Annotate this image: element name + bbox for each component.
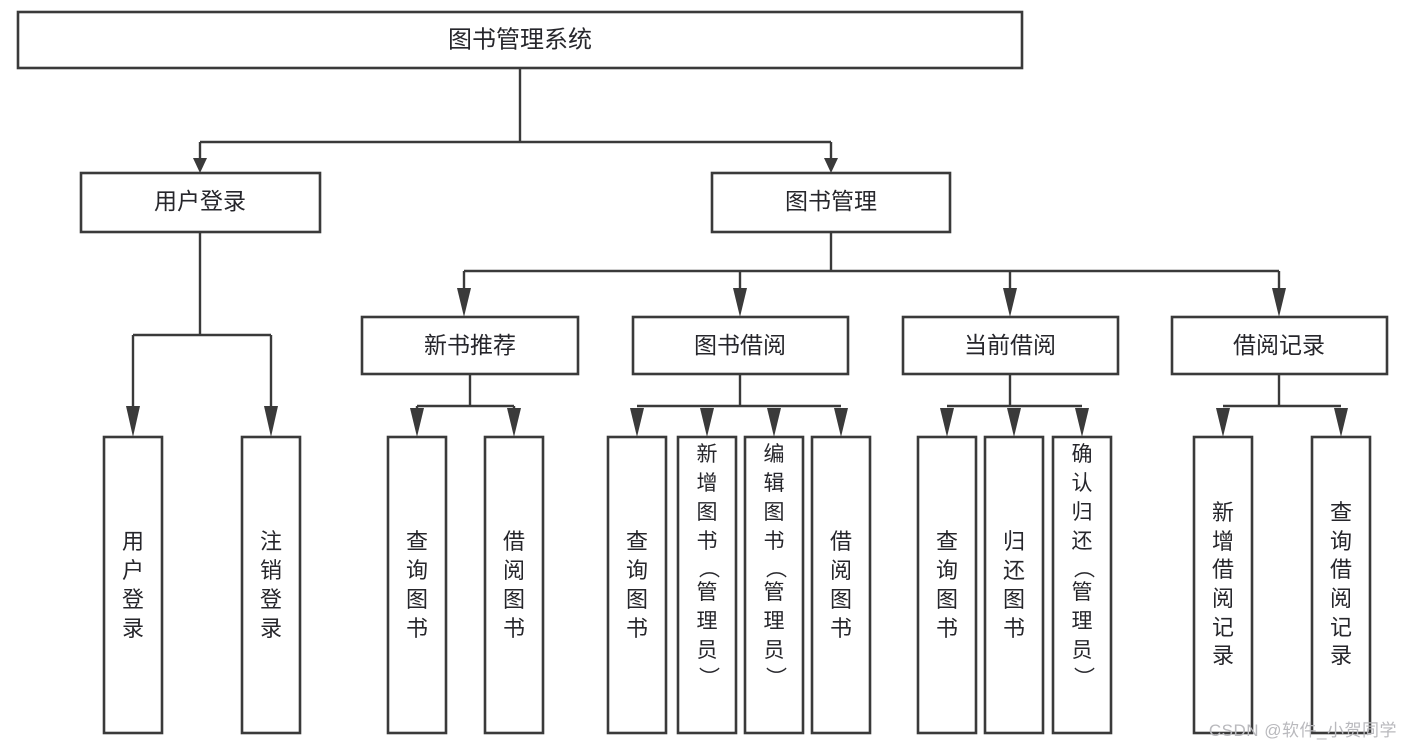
node-box-borrow-record[interactable] (1170, 315, 1389, 376)
arrow-currentborrow-leaf-3 (1075, 408, 1089, 437)
node-box-leaf-add-borrow-record[interactable] (1192, 435, 1254, 735)
arrow-newbook-leaf-1 (410, 408, 424, 437)
node-box-book-borrow[interactable] (631, 315, 850, 376)
node-box-root[interactable] (16, 10, 1024, 70)
watermark: CSDN @软件_小贺同学 (1208, 721, 1397, 740)
arrow-bookmanage-child-1 (457, 288, 471, 317)
label-borrow-record: 借阅记录 (1233, 332, 1325, 358)
node-box-leaf-borrow-book-2[interactable] (810, 435, 872, 735)
label-book-manage: 图书管理 (785, 188, 877, 214)
node-box-group (16, 10, 1389, 735)
node-box-leaf-query-book-1[interactable] (386, 435, 448, 735)
arrow-root-to-book-manage (824, 158, 838, 173)
node-box-leaf-confirm-return-admin[interactable] (1051, 435, 1113, 735)
arrow-bookborrow-leaf-1 (630, 408, 644, 437)
connector-group (126, 68, 1348, 437)
arrow-bookborrow-leaf-4 (834, 408, 848, 437)
arrow-borrowrecord-leaf-1 (1216, 408, 1230, 437)
label-current-borrow: 当前借阅 (964, 332, 1056, 358)
arrow-userlogin-leaf-2 (264, 406, 278, 437)
arrow-bookborrow-leaf-2 (700, 408, 714, 437)
node-box-book-manage[interactable] (710, 171, 952, 234)
node-box-leaf-query-book-2[interactable] (606, 435, 668, 735)
arrow-bookmanage-child-4 (1272, 288, 1286, 317)
node-box-leaf-return-book[interactable] (983, 435, 1045, 735)
arrow-bookborrow-leaf-3 (767, 408, 781, 437)
label-root: 图书管理系统 (448, 26, 592, 53)
node-box-user-login[interactable] (79, 171, 322, 234)
node-box-leaf-logout-login[interactable] (240, 435, 302, 735)
node-box-leaf-add-book-admin[interactable] (676, 435, 738, 735)
label-new-book-recommend: 新书推荐 (424, 332, 516, 358)
arrow-bookmanage-child-2 (733, 288, 747, 317)
arrow-bookmanage-child-3 (1003, 288, 1017, 317)
node-box-new-book-recommend[interactable] (360, 315, 580, 376)
horizontal-label-group: 图书管理系统 用户登录 图书管理 新书推荐 图书借阅 当前借阅 借阅记录 (154, 26, 1325, 358)
arrow-borrowrecord-leaf-2 (1334, 408, 1348, 437)
node-box-leaf-query-borrow-record[interactable] (1310, 435, 1372, 735)
node-box-current-borrow[interactable] (901, 315, 1120, 376)
node-box-leaf-query-book-3[interactable] (916, 435, 978, 735)
arrow-userlogin-leaf-1 (126, 406, 140, 437)
node-box-leaf-edit-book-admin[interactable] (743, 435, 805, 735)
arrow-currentborrow-leaf-2 (1007, 408, 1021, 437)
arrow-currentborrow-leaf-1 (940, 408, 954, 437)
label-book-borrow: 图书借阅 (694, 332, 786, 358)
node-box-leaf-borrow-book-1[interactable] (483, 435, 545, 735)
arrow-root-to-user-login (193, 158, 207, 173)
arrow-newbook-leaf-2 (507, 408, 521, 437)
label-user-login: 用户登录 (154, 188, 246, 214)
node-box-leaf-user-login[interactable] (102, 435, 164, 735)
